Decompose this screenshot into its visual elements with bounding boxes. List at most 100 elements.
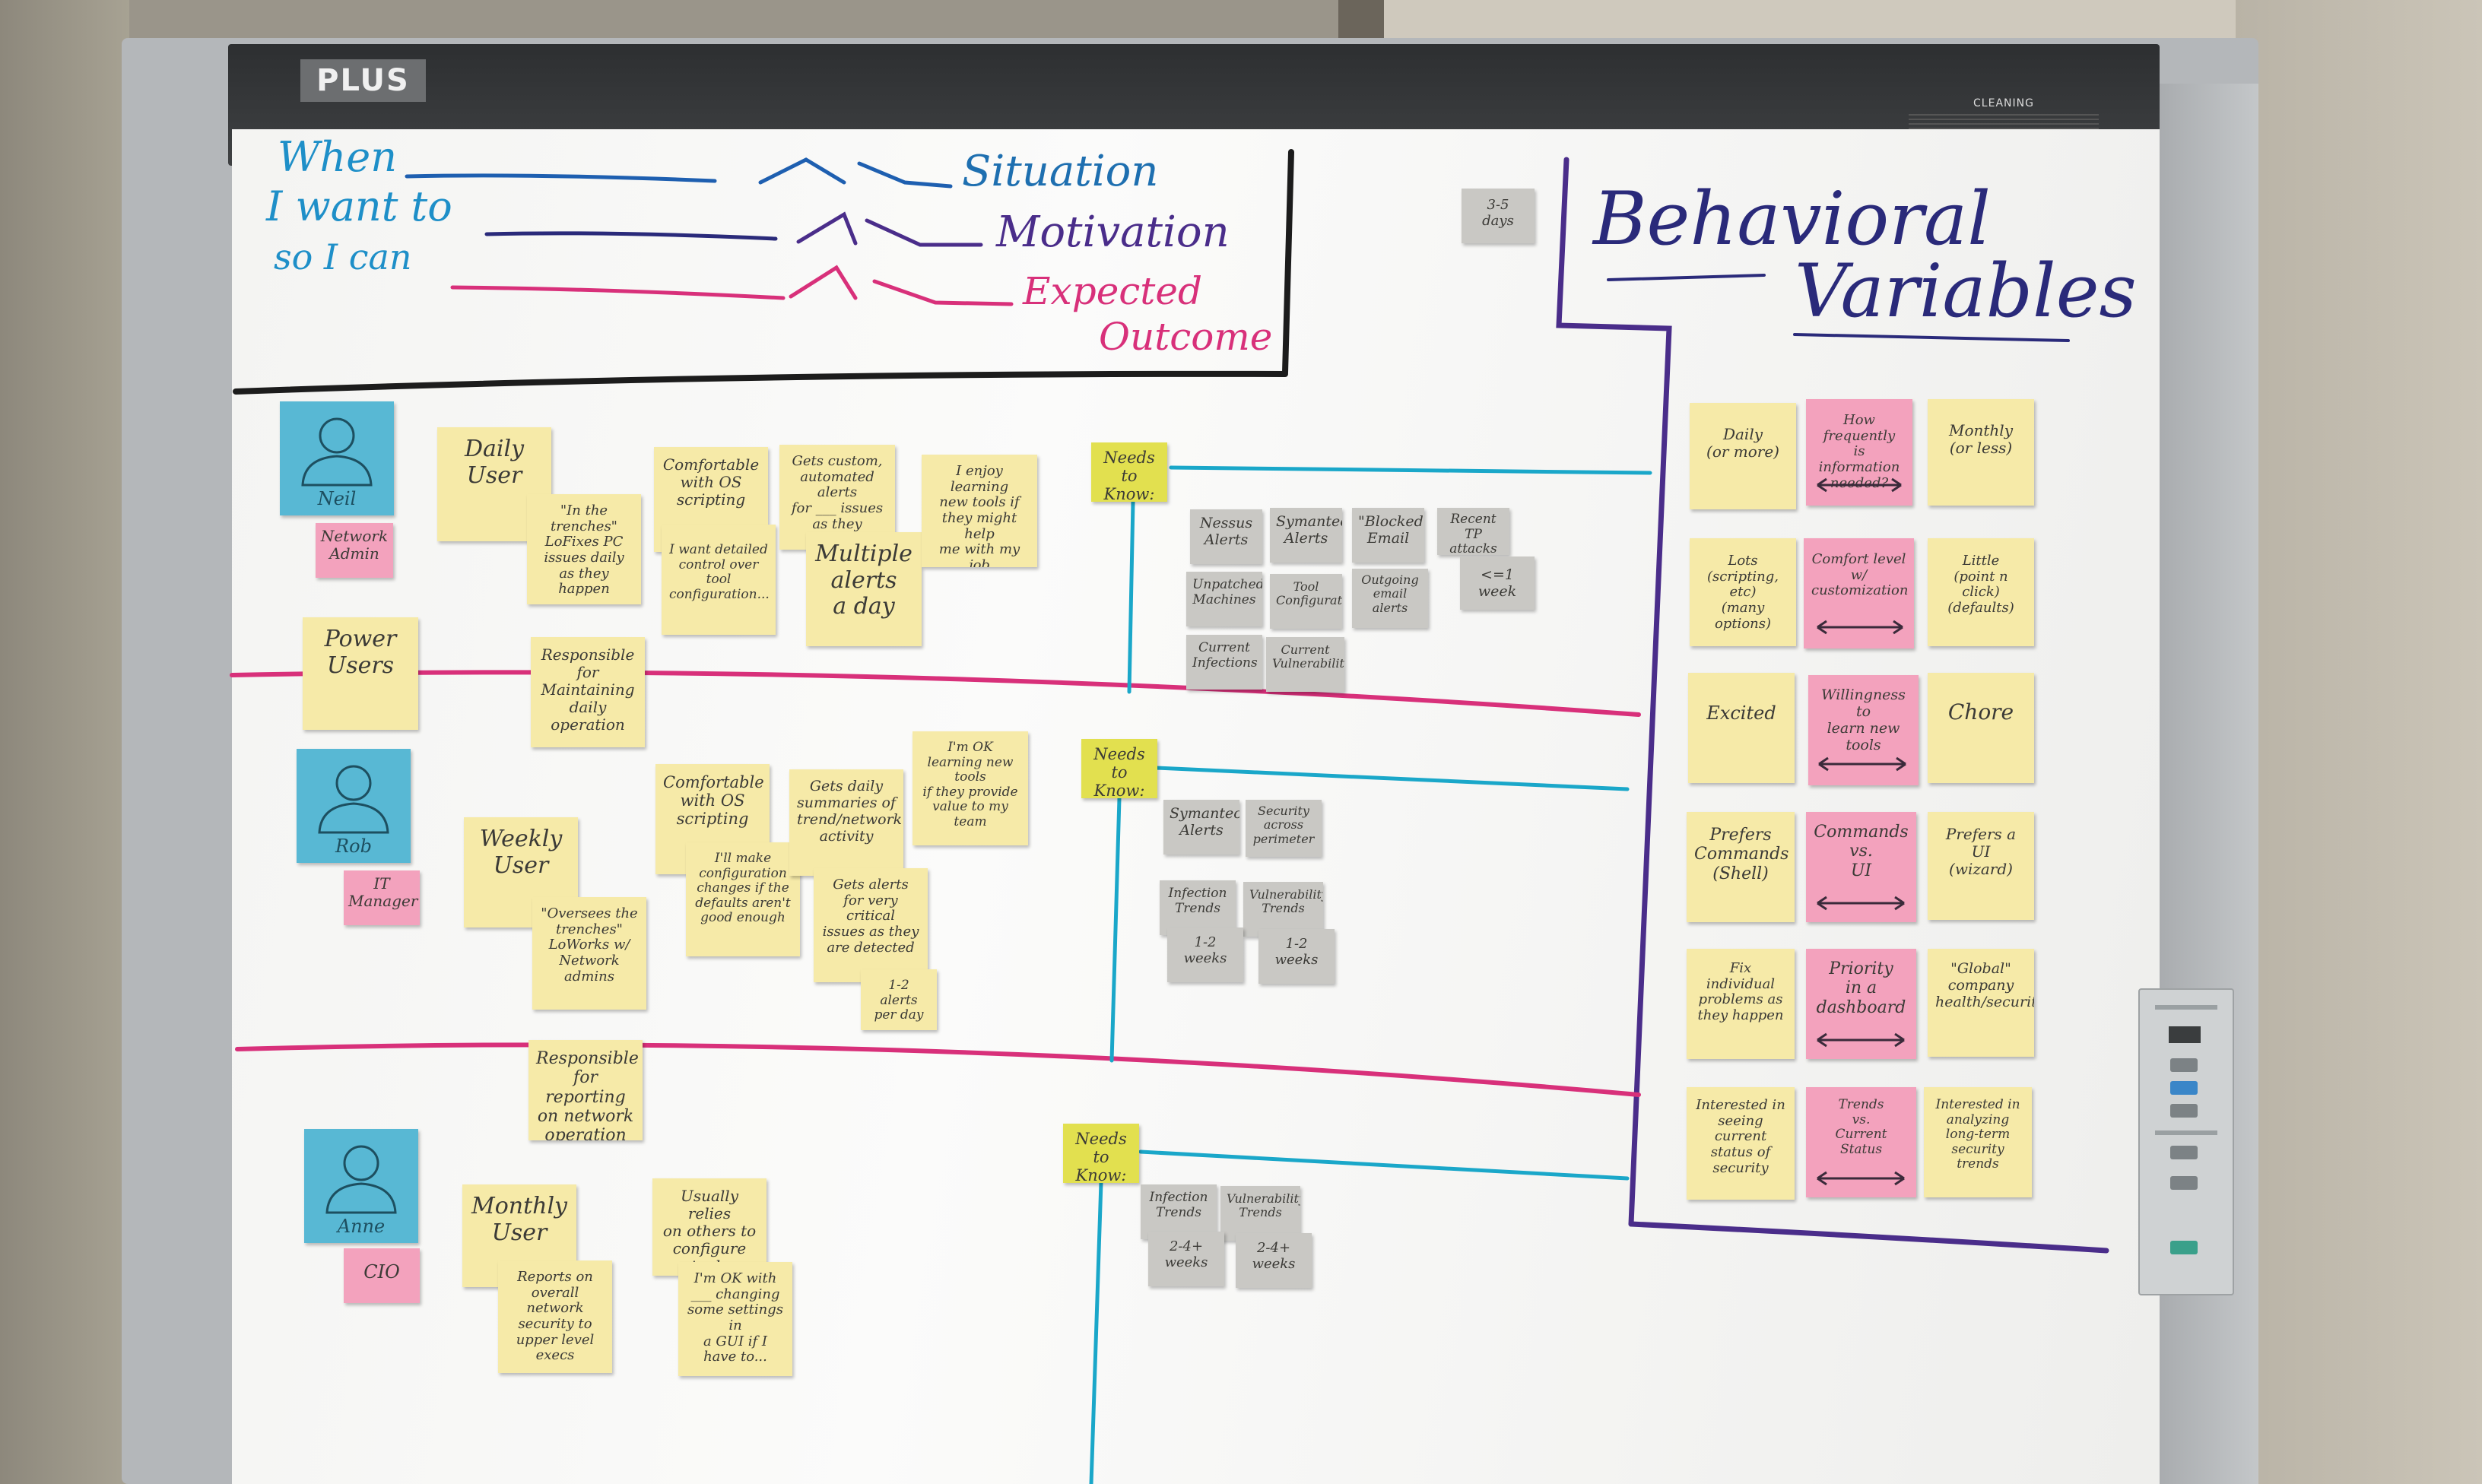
- variable-right-note: Interested in analyzing long-term securi…: [1924, 1087, 2032, 1197]
- bv-title-variables: Variables: [1795, 249, 2137, 334]
- persona-role: CIO: [344, 1248, 420, 1303]
- situation-arrow: [758, 157, 953, 189]
- persona-avatar: Anne: [304, 1129, 418, 1243]
- need-note: Symantec Alerts: [1270, 508, 1342, 563]
- variable-middle-note: Willingness to learn new tools: [1808, 675, 1919, 785]
- variable-left-note: Fix individual problems as they happen: [1687, 949, 1795, 1059]
- need-note: 2-4+ weeks: [1148, 1232, 1224, 1286]
- persona-detail-note: "Oversees the trenches" LoWorks w/ Netwo…: [532, 897, 646, 1010]
- persona-detail-note: 1-2 alerts per day: [861, 969, 937, 1030]
- spectrum-arrow-icon: [1817, 477, 1902, 493]
- person-icon: [325, 1145, 397, 1214]
- panel-label: [2155, 1005, 2217, 1010]
- need-note: Infection Trends: [1160, 880, 1236, 935]
- brand-logo: PLUS: [300, 59, 426, 102]
- persona-detail-note: I'll make configuration changes if the d…: [686, 842, 800, 956]
- estimate-sticky: 3-5 days: [1462, 189, 1535, 243]
- panel-label: [2155, 1130, 2217, 1135]
- persona-detail-note: I enjoy learning new tools if they might…: [922, 455, 1037, 567]
- need-note: 1-2 weeks: [1167, 928, 1243, 982]
- need-note: 2-4+ weeks: [1236, 1233, 1312, 1288]
- when-blank-line: [405, 173, 717, 183]
- need-note: <=1 week: [1460, 556, 1535, 610]
- need-note: Infection Trends: [1141, 1184, 1217, 1239]
- panel-button[interactable]: [2170, 1241, 2198, 1254]
- rob-needs-vline: [1109, 796, 1122, 1063]
- variable-left-note: Prefers Commands (Shell): [1687, 812, 1795, 922]
- spectrum-arrow-icon: [1817, 1032, 1905, 1048]
- panel-button[interactable]: [2170, 1058, 2198, 1072]
- persona-detail-note: I'm OK learning new tools if they provid…: [912, 731, 1028, 845]
- persona-name: Neil: [317, 488, 357, 509]
- spectrum-arrow-icon: [1817, 1171, 1905, 1186]
- needs-to-know-note: Needs to Know:: [1063, 1124, 1139, 1183]
- bv-title-behavioral: Behavioral: [1593, 176, 1991, 262]
- persona-detail-note: "In the trenches" LoFixes PC issues dail…: [527, 494, 641, 604]
- persona-name: Rob: [335, 836, 372, 857]
- variable-right-note: Prefers a UI (wizard): [1928, 812, 2034, 920]
- motivation-arrow: [796, 211, 983, 247]
- outcome-label: Outcome: [1099, 315, 1273, 359]
- person-icon: [301, 417, 373, 487]
- need-note: Outgoing email alerts: [1352, 569, 1428, 628]
- job-story-box-bottom: [233, 370, 1288, 395]
- situation-label: Situation: [962, 147, 1159, 196]
- panel-button[interactable]: [2170, 1104, 2198, 1118]
- variable-left-note: Lots (scripting, etc) (many options): [1690, 538, 1796, 646]
- wall-right: [2236, 0, 2482, 1484]
- whiteboard-control-panel: [2138, 988, 2234, 1295]
- variable-right-note: Chore: [1928, 673, 2034, 783]
- need-note: Nessus Alerts: [1190, 509, 1262, 564]
- variable-right-note: Monthly (or less): [1928, 399, 2034, 506]
- needs-to-know-note: Needs to Know:: [1081, 739, 1157, 798]
- persona-detail-note: I'm OK with ___ changing some settings i…: [678, 1262, 792, 1376]
- persona-name: Anne: [337, 1216, 386, 1237]
- job-story-box-right: [1282, 149, 1294, 376]
- need-note: "Blocked" Email: [1352, 508, 1424, 563]
- needs-to-know-note: Needs to Know:: [1091, 442, 1167, 502]
- need-note: Current Vulnerabilities: [1266, 637, 1344, 692]
- bv-box-bottom: [1628, 1221, 2109, 1254]
- panel-button[interactable]: [2170, 1081, 2198, 1095]
- panel-button[interactable]: [2170, 1146, 2198, 1159]
- so-i-can-blank-line: [450, 285, 786, 300]
- persona-detail-note: Gets daily summaries of trend/network ac…: [789, 769, 903, 876]
- bv-title-underline-2: [1793, 333, 2070, 342]
- bv-box-left: [1556, 157, 1672, 1227]
- need-note: Symantec Alerts: [1163, 800, 1239, 855]
- bv-title-underline-1: [1607, 274, 1766, 281]
- spectrum-arrow-icon: [1817, 620, 1903, 635]
- spectrum-arrow-icon: [1818, 756, 1906, 772]
- variable-left-note: Daily (or more): [1690, 403, 1796, 509]
- panel-display: [2169, 1026, 2201, 1043]
- when-label: When: [278, 133, 398, 181]
- expected-arrow: [789, 265, 1014, 306]
- divider-neil-rob: [230, 670, 1641, 717]
- motivation-label: Motivation: [996, 208, 1230, 257]
- power-users-note: Power Users: [303, 617, 418, 730]
- need-note: Current Infections: [1186, 635, 1262, 690]
- persona-role: IT Manager: [344, 870, 420, 925]
- spectrum-arrow-icon: [1817, 896, 1905, 911]
- persona-avatar: Neil: [280, 401, 394, 515]
- so-i-can-label: so I can: [274, 236, 412, 277]
- variable-left-note: Interested in seeing current status of s…: [1687, 1087, 1795, 1200]
- need-note: Vulnerability Trends: [1243, 882, 1323, 937]
- need-note: Security across perimeter: [1246, 800, 1322, 857]
- panel-button[interactable]: [2170, 1176, 2198, 1190]
- variable-left-note: Excited: [1688, 673, 1795, 783]
- variable-right-note: "Global" company health/security: [1928, 949, 2034, 1057]
- i-want-to-blank-line: [484, 231, 778, 241]
- need-note: Recent TP attacks: [1437, 508, 1509, 555]
- anne-needs-hline: [1138, 1149, 1630, 1181]
- wall-left: [0, 0, 129, 1484]
- variable-middle-note: How frequently is information needed?: [1806, 399, 1912, 506]
- cleaning-title: CLEANING: [1973, 97, 2034, 109]
- persona-role: Network Admin: [316, 523, 393, 578]
- need-note: Tool Configuration: [1270, 574, 1342, 629]
- frequency-note: Weekly User: [464, 817, 578, 928]
- responsibility-note: Responsible for Maintaining daily operat…: [531, 637, 645, 747]
- rob-needs-hline: [1154, 766, 1630, 791]
